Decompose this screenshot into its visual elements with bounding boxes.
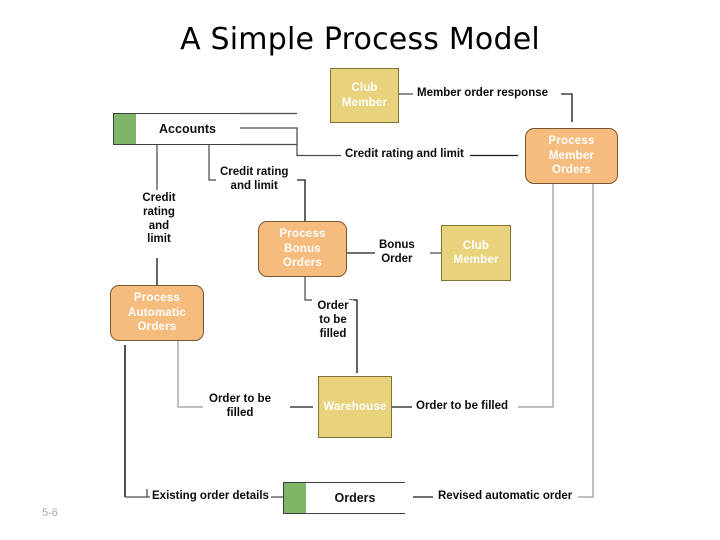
process-member-orders[interactable]: Process Member Orders <box>525 128 618 184</box>
flow-label-order-to-be-filled-bonus: Order to be filled <box>313 300 353 342</box>
external-entity-warehouse[interactable]: Warehouse <box>318 376 392 438</box>
flow-credit-rating-limit-bonus-a <box>208 144 216 181</box>
data-store-orders[interactable]: Orders <box>283 482 405 514</box>
flow-label-credit-rating-and-limit-bonus: Credit rating and limit <box>218 166 291 194</box>
data-store-accounts-label: Accounts <box>159 122 216 136</box>
data-store-bar <box>113 114 136 144</box>
flow-label-credit-rating-and-limit-member: Credit rating and limit <box>343 148 466 162</box>
flow-order-to-be-filled-member-a <box>518 184 554 408</box>
data-store-orders-label: Orders <box>334 491 376 505</box>
flow-label-member-order-response: Member order response <box>415 87 551 101</box>
process-automatic-orders-label: Process Automatic Orders <box>127 292 187 334</box>
external-entity-club-member-mid[interactable]: Club Member <box>441 225 511 281</box>
data-store-accounts[interactable]: Accounts <box>113 113 240 145</box>
process-bonus-orders-label: Process Bonus Orders <box>279 228 326 270</box>
flow-label-existing-order-details: Existing order details <box>150 490 271 504</box>
flow-label-revised-automatic-order: Revised automatic order <box>436 490 575 504</box>
external-entity-club-member-mid-label: Club Member <box>453 239 499 266</box>
process-bonus-orders[interactable]: Process Bonus Orders <box>258 221 347 277</box>
flow-label-order-to-be-filled-member: Order to be filled <box>414 400 511 414</box>
flow-label-bonus-order: Bonus Order <box>377 239 417 267</box>
data-store-bar <box>283 483 306 513</box>
external-entity-warehouse-label: Warehouse <box>323 400 387 413</box>
flow-order-to-be-filled-bonus-a <box>304 277 312 301</box>
external-entity-club-member-top[interactable]: Club Member <box>330 68 399 123</box>
flow-credit-rating-limit-member-a <box>240 127 341 157</box>
process-member-orders-label: Process Member Orders <box>548 135 595 177</box>
flow-label-order-to-be-filled-auto: Order to be filled <box>207 393 273 421</box>
flow-label-credit-rating-and-limit-auto: Credit rating and limit <box>135 192 183 248</box>
slide-number: 5-6 <box>42 507 58 519</box>
flow-revised-automatic-order-a <box>578 184 594 498</box>
page-title: A Simple Process Model <box>180 22 540 57</box>
flow-member-order-response-b <box>561 93 573 122</box>
external-entity-club-member-top-label: Club Member <box>341 82 388 109</box>
flow-credit-rating-limit-bonus-b <box>297 179 306 221</box>
flow-order-to-be-filled-auto-a <box>177 341 203 408</box>
process-automatic-orders[interactable]: Process Automatic Orders <box>110 285 204 341</box>
